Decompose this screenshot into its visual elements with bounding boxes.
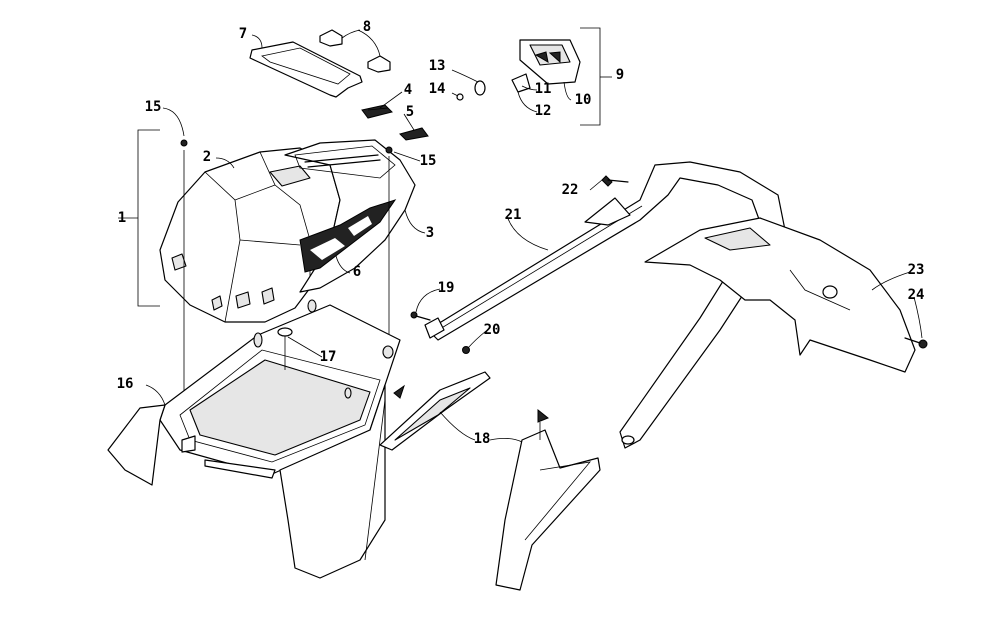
part-6-decal bbox=[299, 199, 397, 273]
callout-3: 3 bbox=[426, 225, 434, 241]
part-15-screws bbox=[180, 139, 393, 430]
part-24-bolt bbox=[904, 337, 928, 349]
callout-22: 22 bbox=[562, 182, 579, 198]
part-22-bolt bbox=[601, 175, 629, 187]
part-5-pad bbox=[399, 127, 429, 141]
callout-10: 10 bbox=[575, 92, 592, 108]
callout-7: 7 bbox=[239, 26, 247, 42]
callout-2: 2 bbox=[203, 149, 211, 165]
part-20-nut bbox=[462, 346, 470, 354]
callout-21: 21 bbox=[505, 207, 522, 223]
callout-24: 24 bbox=[908, 287, 925, 303]
part-3-rear-cowl bbox=[284, 139, 416, 293]
part-19-bolt bbox=[410, 311, 431, 321]
callout-13: 13 bbox=[429, 58, 446, 74]
callout-12: 12 bbox=[535, 103, 552, 119]
group-bracket-1 bbox=[118, 129, 160, 307]
group-bracket-9 bbox=[580, 27, 612, 126]
part-18-rail-left bbox=[379, 371, 491, 451]
callout-1: 1 bbox=[118, 210, 126, 226]
callout-5: 5 bbox=[406, 104, 414, 120]
callout-23: 23 bbox=[908, 262, 925, 278]
callout-20: 20 bbox=[484, 322, 501, 338]
part-18-rail-right bbox=[495, 408, 601, 591]
part-16-storage-tub bbox=[107, 299, 401, 579]
callout-15a: 15 bbox=[145, 99, 162, 115]
callout-15b: 15 bbox=[420, 153, 437, 169]
part-7-bracket bbox=[249, 41, 363, 98]
callout-6: 6 bbox=[353, 264, 361, 280]
part-23-flap bbox=[644, 217, 916, 373]
callout-17: 17 bbox=[320, 349, 337, 365]
callout-8: 8 bbox=[363, 19, 371, 35]
part-4-pad bbox=[361, 104, 393, 119]
leader-lines bbox=[145, 29, 923, 443]
callout-19: 19 bbox=[438, 280, 455, 296]
callout-11: 11 bbox=[535, 81, 552, 97]
part-2-seat-cover bbox=[159, 147, 341, 323]
part-21-bumper bbox=[424, 161, 786, 449]
callout-16: 16 bbox=[117, 376, 134, 392]
callout-14: 14 bbox=[429, 81, 446, 97]
callout-4: 4 bbox=[404, 82, 412, 98]
callout-9: 9 bbox=[616, 67, 624, 83]
callout-18: 18 bbox=[474, 431, 491, 447]
part-9-taillight bbox=[456, 39, 581, 101]
part-17-grommet bbox=[277, 327, 293, 370]
